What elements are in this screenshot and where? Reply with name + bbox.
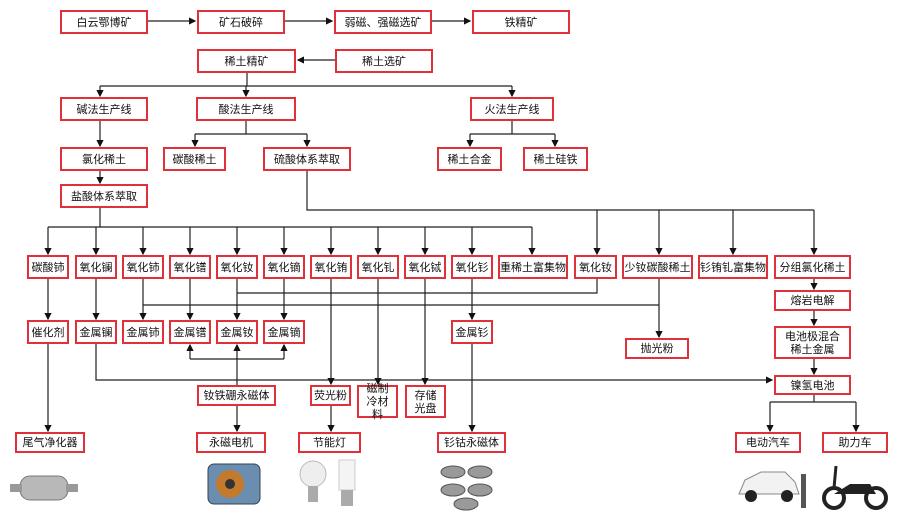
node-catalyst: 催化剂: [27, 320, 69, 344]
node-sm-metal: 金属钐: [451, 320, 493, 344]
node-dy-oxide: 氧化镝: [263, 255, 305, 279]
smco-magnets-image: [440, 465, 493, 511]
electric-car-image: [738, 471, 806, 508]
pm-motor-image: [207, 463, 261, 505]
node-eu-oxide: 氧化铕: [310, 255, 352, 279]
node-energy-lamp: 节能灯: [298, 432, 361, 453]
node-ce-metal: 金属铈: [122, 320, 164, 344]
node-re-concentrate: 稀土精矿: [197, 49, 296, 73]
node-electrolysis: 熔岩电解: [774, 290, 851, 311]
node-nd-oxide: 氧化钕: [216, 255, 258, 279]
node-tb-oxide: 氧化铽: [404, 255, 446, 279]
node-re-beneficiation: 稀土选矿: [335, 49, 433, 73]
node-la-metal: 金属镧: [75, 320, 117, 344]
node-low-nd-carbonate: 少钕碳酸稀土: [622, 255, 693, 279]
node-battery-metal: 电池极混合稀土金属: [774, 326, 851, 359]
node-iron-concentrate: 铁精矿: [472, 10, 570, 34]
node-fire-line: 火法生产线: [470, 97, 554, 121]
node-acid-line: 酸法生产线: [196, 97, 296, 121]
node-crushing: 矿石破碎: [197, 10, 285, 34]
exhaust-purifier-image: [10, 475, 78, 501]
node-la-oxide: 氧化镧: [75, 255, 117, 279]
node-magnetic-separation: 弱磁、强磁选矿: [334, 10, 432, 34]
node-alkali-line: 碱法生产线: [60, 97, 148, 121]
node-ce-oxide: 氧化铈: [122, 255, 164, 279]
node-magnetic-refrigeration: 磁制冷材料: [357, 382, 398, 421]
node-nd-oxide-2: 氧化钕: [574, 255, 617, 279]
node-cerium-carbonate: 碳酸铈: [27, 255, 69, 279]
node-dy-metal: 金属镝: [263, 320, 305, 344]
node-sulfate-extraction: 硫酸体系萃取: [263, 147, 351, 171]
node-re-carbonate: 碳酸稀土: [163, 147, 226, 171]
node-pr-oxide: 氧化镨: [169, 255, 211, 279]
node-re-chloride: 氯化稀土: [60, 147, 148, 171]
lamps-image: [299, 459, 356, 506]
node-electric-car: 电动汽车: [735, 432, 801, 453]
node-re-alloy: 稀土合金: [437, 147, 502, 171]
node-hcl-extraction: 盐酸体系萃取: [60, 184, 148, 208]
node-heavy-re: 重稀土富集物: [498, 255, 568, 279]
node-pm-motor: 永磁电机: [196, 432, 266, 453]
node-pr-metal: 金属镨: [169, 320, 211, 344]
node-smco-magnet: 钐钴永磁体: [437, 432, 506, 453]
node-exhaust-purifier: 尾气净化器: [15, 432, 85, 453]
node-re-ferrosilicon: 稀土硅铁: [523, 147, 588, 171]
node-ndfeb-magnet: 钕铁硼永磁体: [197, 385, 276, 406]
node-polishing-powder: 抛光粉: [625, 338, 689, 359]
node-grouped-chloride: 分组氯化稀土: [774, 255, 851, 279]
node-baiyun-ore: 白云鄂博矿: [60, 10, 148, 34]
node-moped: 助力车: [822, 432, 888, 453]
node-phosphor: 荧光粉: [310, 385, 351, 406]
node-nd-metal: 金属钕: [216, 320, 258, 344]
node-gd-oxide: 氧化钆: [357, 255, 399, 279]
node-nimh-battery: 镍氢电池: [774, 375, 851, 395]
node-sm-oxide: 氧化钐: [451, 255, 493, 279]
node-smeugd-enriched: 钐铕钆富集物: [698, 255, 768, 279]
moped-image: [822, 465, 888, 510]
node-storage-disc: 存储光盘: [405, 385, 446, 418]
